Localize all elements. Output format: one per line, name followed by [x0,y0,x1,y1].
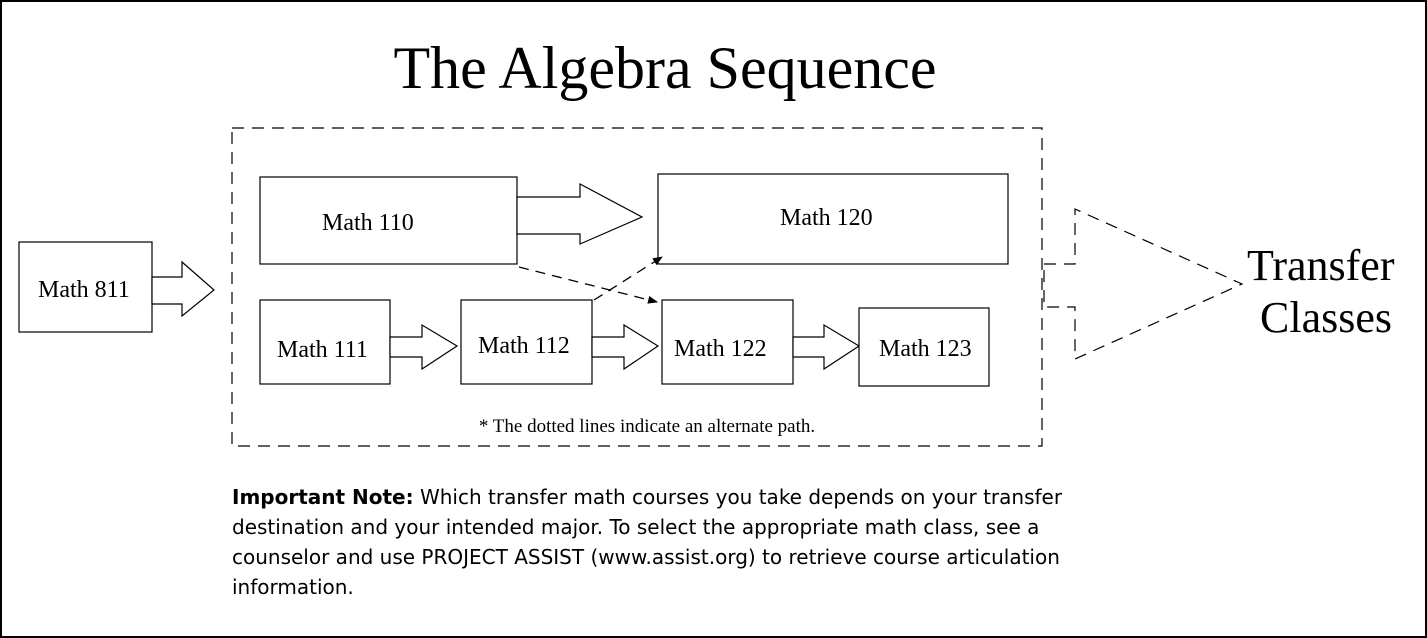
arrow-811-to-sequence [151,260,215,318]
alternate-path-container [231,127,1043,447]
math-120-label: Math 120 [780,205,873,231]
transfer-arrow [1043,208,1244,360]
math-110-box [259,176,518,265]
math-120-box [657,173,1009,265]
arrow-111-to-112 [389,323,459,371]
important-note-text: Which transfer math courses you take dep… [232,485,1063,599]
arrow-122-to-123 [792,323,861,371]
math-122-label: Math 122 [674,336,767,362]
math-112-box [460,299,593,385]
transfer-label-line2: Classes [1260,293,1392,342]
math-122-box [661,299,794,385]
arrow-112-to-122 [591,323,660,371]
math-111-label: Math 111 [277,337,368,363]
alternate-path-footnote: * The dotted lines indicate an alternate… [479,416,815,437]
math-112-label: Math 112 [478,333,570,359]
math-110-label: Math 110 [322,210,414,236]
math-123-box [858,307,990,387]
important-note: Important Note: Which transfer math cour… [232,482,1092,602]
math-811-label: Math 811 [38,277,130,303]
important-note-label: Important Note: [232,485,414,509]
alternate-arrow-112-to-120 [593,256,663,301]
arrow-110-to-120 [516,183,644,245]
math-811-box [18,241,153,333]
transfer-label-line1: Transfer [1247,241,1395,290]
diagram-title: The Algebra Sequence [393,35,936,101]
math-123-label: Math 123 [879,336,972,362]
alternate-arrow-110-to-122 [518,266,658,304]
